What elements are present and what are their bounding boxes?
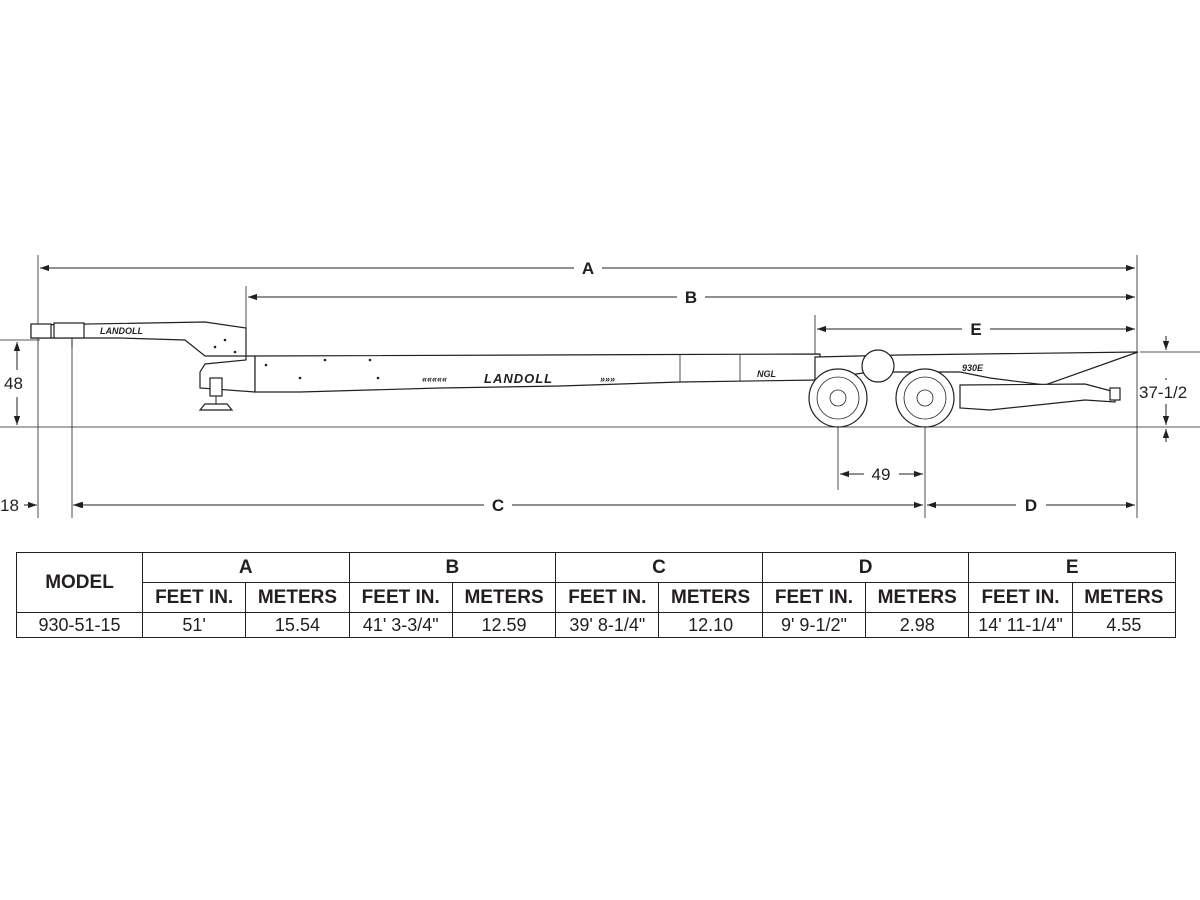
dimension-front-offset: 18	[0, 496, 86, 515]
group-header-c: C	[555, 552, 763, 583]
dimension-c: C	[74, 496, 923, 515]
a-feet-cell: 51'	[141, 612, 247, 638]
trailer: LANDOLL LANDOLL ««««« »»» NGL 930E	[30, 321, 1139, 428]
dimension-rear-height-label: 37-1/2	[1139, 383, 1187, 402]
dimension-front-height: 48	[4, 342, 23, 425]
dimension-e-label: E	[970, 320, 981, 339]
model-badge: 930E	[962, 363, 984, 373]
ngl-badge: NGL	[757, 369, 776, 379]
unit-header-meters: METERS	[451, 582, 557, 613]
group-header-e: E	[968, 552, 1176, 583]
unit-header-feet: FEET IN.	[555, 582, 660, 613]
dimension-axle-spacing-label: 49	[872, 465, 891, 484]
rear-hitch-arm	[959, 383, 1116, 411]
model-cell: 930-51-15	[16, 612, 143, 638]
unit-header-feet: FEET IN.	[968, 582, 1073, 613]
gooseneck	[30, 321, 256, 393]
specifications-table: MODEL A B C D E FEET IN. METERS FEET IN.…	[16, 552, 1177, 638]
dimension-a: A	[40, 259, 1135, 278]
table-row: 930-51-15 51' 15.54 41' 3-3/4" 12.59 39'…	[16, 612, 1177, 638]
dimension-b: B	[248, 288, 1135, 307]
b-feet-cell: 41' 3-3/4"	[348, 612, 453, 638]
unit-header-feet: FEET IN.	[348, 582, 453, 613]
group-header-a: A	[142, 552, 350, 583]
svg-text:«««««: «««««	[422, 374, 447, 384]
dimension-d-label: D	[1025, 496, 1037, 515]
d-meters-cell: 2.98	[865, 612, 970, 638]
d-feet-cell: 9' 9-1/2"	[761, 612, 867, 638]
group-header-b: B	[348, 552, 557, 583]
trailer-dimension-drawing: A B E C D 18 49 48	[0, 255, 1200, 518]
e-meters-cell: 4.55	[1071, 612, 1177, 638]
dimension-b-label: B	[685, 288, 697, 307]
e-feet-cell: 14' 11-1/4"	[968, 612, 1073, 638]
unit-header-feet: FEET IN.	[761, 582, 867, 613]
dimension-axle-spacing: 49	[840, 465, 923, 484]
dimension-a-label: A	[582, 259, 594, 278]
table-unit-header-row: FEET IN. METERS FEET IN. METERS FEET IN.…	[17, 582, 1177, 613]
unit-header-meters: METERS	[1071, 582, 1177, 613]
landing-gear	[198, 377, 234, 411]
c-meters-cell: 12.10	[658, 612, 763, 638]
unit-header-feet: FEET IN.	[141, 582, 247, 613]
unit-header-meters: METERS	[865, 582, 970, 613]
dimension-d: D	[927, 496, 1135, 515]
dimension-front-offset-label: 18	[0, 496, 19, 515]
group-header-d: D	[761, 552, 970, 583]
svg-text:»»»: »»»	[600, 374, 615, 384]
dimension-front-height-label: 48	[4, 374, 23, 393]
rear-wheels	[808, 368, 955, 428]
table-group-header-row: MODEL A B C D E	[16, 552, 1176, 613]
dimension-c-label: C	[492, 496, 504, 515]
a-meters-cell: 15.54	[245, 612, 350, 638]
main-logo: LANDOLL	[484, 371, 553, 386]
unit-header-meters: METERS	[658, 582, 763, 613]
dimension-e: E	[817, 320, 1135, 339]
b-meters-cell: 12.59	[451, 612, 557, 638]
unit-header-meters: METERS	[245, 582, 350, 613]
model-header: MODEL	[16, 552, 143, 613]
dimension-rear-height: 37-1/2	[1139, 336, 1187, 442]
c-feet-cell: 39' 8-1/4"	[555, 612, 660, 638]
small-logo: LANDOLL	[100, 326, 143, 336]
